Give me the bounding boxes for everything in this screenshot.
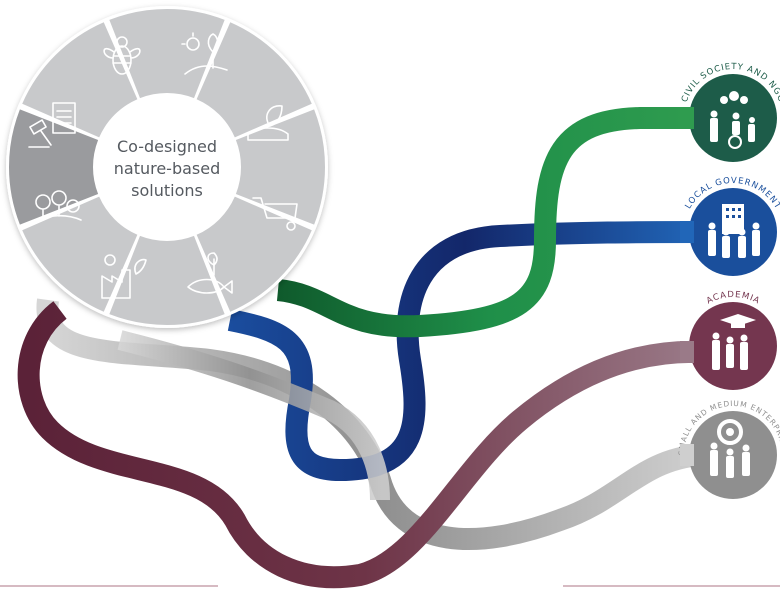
wheel-segment-leaf-hand xyxy=(235,109,325,225)
civil-society-badge xyxy=(689,74,777,162)
stakeholder-local-government: LOCAL GOVERNMENT xyxy=(684,176,780,276)
ribbons xyxy=(17,107,702,589)
bee-icon xyxy=(103,36,141,75)
stakeholder-academia: ACADEMIA xyxy=(689,290,777,390)
people-group-icon xyxy=(710,91,755,149)
center-title-line-3: solutions xyxy=(131,181,203,200)
wheel-segments xyxy=(8,8,325,325)
stakeholder-civil-society: CIVIL SOCIETY AND NGO xyxy=(680,62,780,162)
trees-icon xyxy=(32,190,82,223)
wheel-segment-wheelbarrow xyxy=(196,196,312,312)
segment-icons xyxy=(28,32,298,299)
wheel-segment-bee xyxy=(109,8,225,99)
wheel-segment-factory-sun xyxy=(22,196,138,312)
graduation-cap-icon xyxy=(712,314,756,370)
fish-plant-icon xyxy=(187,252,233,294)
ribbon-ends xyxy=(680,107,694,466)
gear-business-icon xyxy=(710,419,750,478)
ribbon-sme xyxy=(36,298,702,550)
wheel-segment-sun-plant xyxy=(196,22,312,138)
center-title-line-1: Co-designed xyxy=(117,137,217,156)
wheelbarrow-icon xyxy=(252,197,298,231)
center-title-line-2: nature-based xyxy=(114,159,221,178)
wheel-segment-gavel-document xyxy=(22,22,138,138)
leaf-hand-icon xyxy=(247,105,289,141)
wheel-segment-trees xyxy=(8,109,99,225)
wheel-segment-fish-plant xyxy=(109,235,225,325)
factory-sun-icon xyxy=(101,254,147,299)
ribbon-academia xyxy=(17,301,701,589)
government-building-icon xyxy=(708,204,760,258)
sun-plant-icon xyxy=(181,32,228,75)
gavel-document-icon xyxy=(28,102,76,148)
ribbon-sme-loop xyxy=(117,330,390,501)
ribbon-civil-society xyxy=(276,107,700,338)
wheel-center xyxy=(99,99,235,235)
sme-badge xyxy=(689,411,777,499)
